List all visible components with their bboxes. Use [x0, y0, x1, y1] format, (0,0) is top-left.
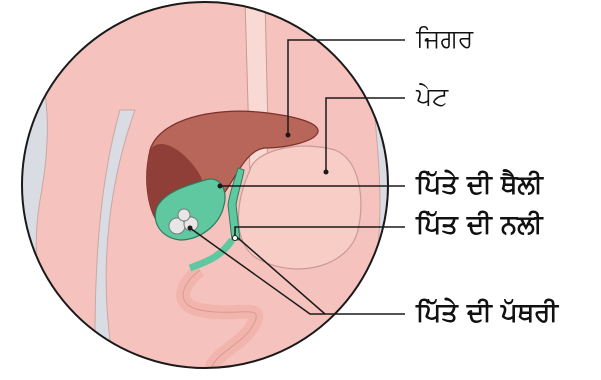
- label-gallbladder: ਪਿੱਤੇ ਦੀ ਥੈਲੀ: [416, 172, 543, 198]
- label-gallstones: ਪਿੱਤੇ ਦੀ ਪੱਥਰੀ: [416, 300, 558, 326]
- leader-dot: [218, 184, 223, 189]
- gallstone: [178, 209, 190, 221]
- label-liver: ਜਿਗਰ: [416, 26, 473, 51]
- stomach: [239, 146, 361, 269]
- leader-dot: [286, 133, 291, 138]
- leader-dot: [233, 236, 238, 241]
- magnified-view: [0, 0, 420, 376]
- leader-dot: [188, 226, 193, 231]
- label-stomach: ਪੇਟ: [416, 84, 448, 109]
- label-bile-duct: ਪਿੱਤ ਦੀ ਨਲੀ: [416, 212, 543, 238]
- leader-dot: [324, 170, 329, 175]
